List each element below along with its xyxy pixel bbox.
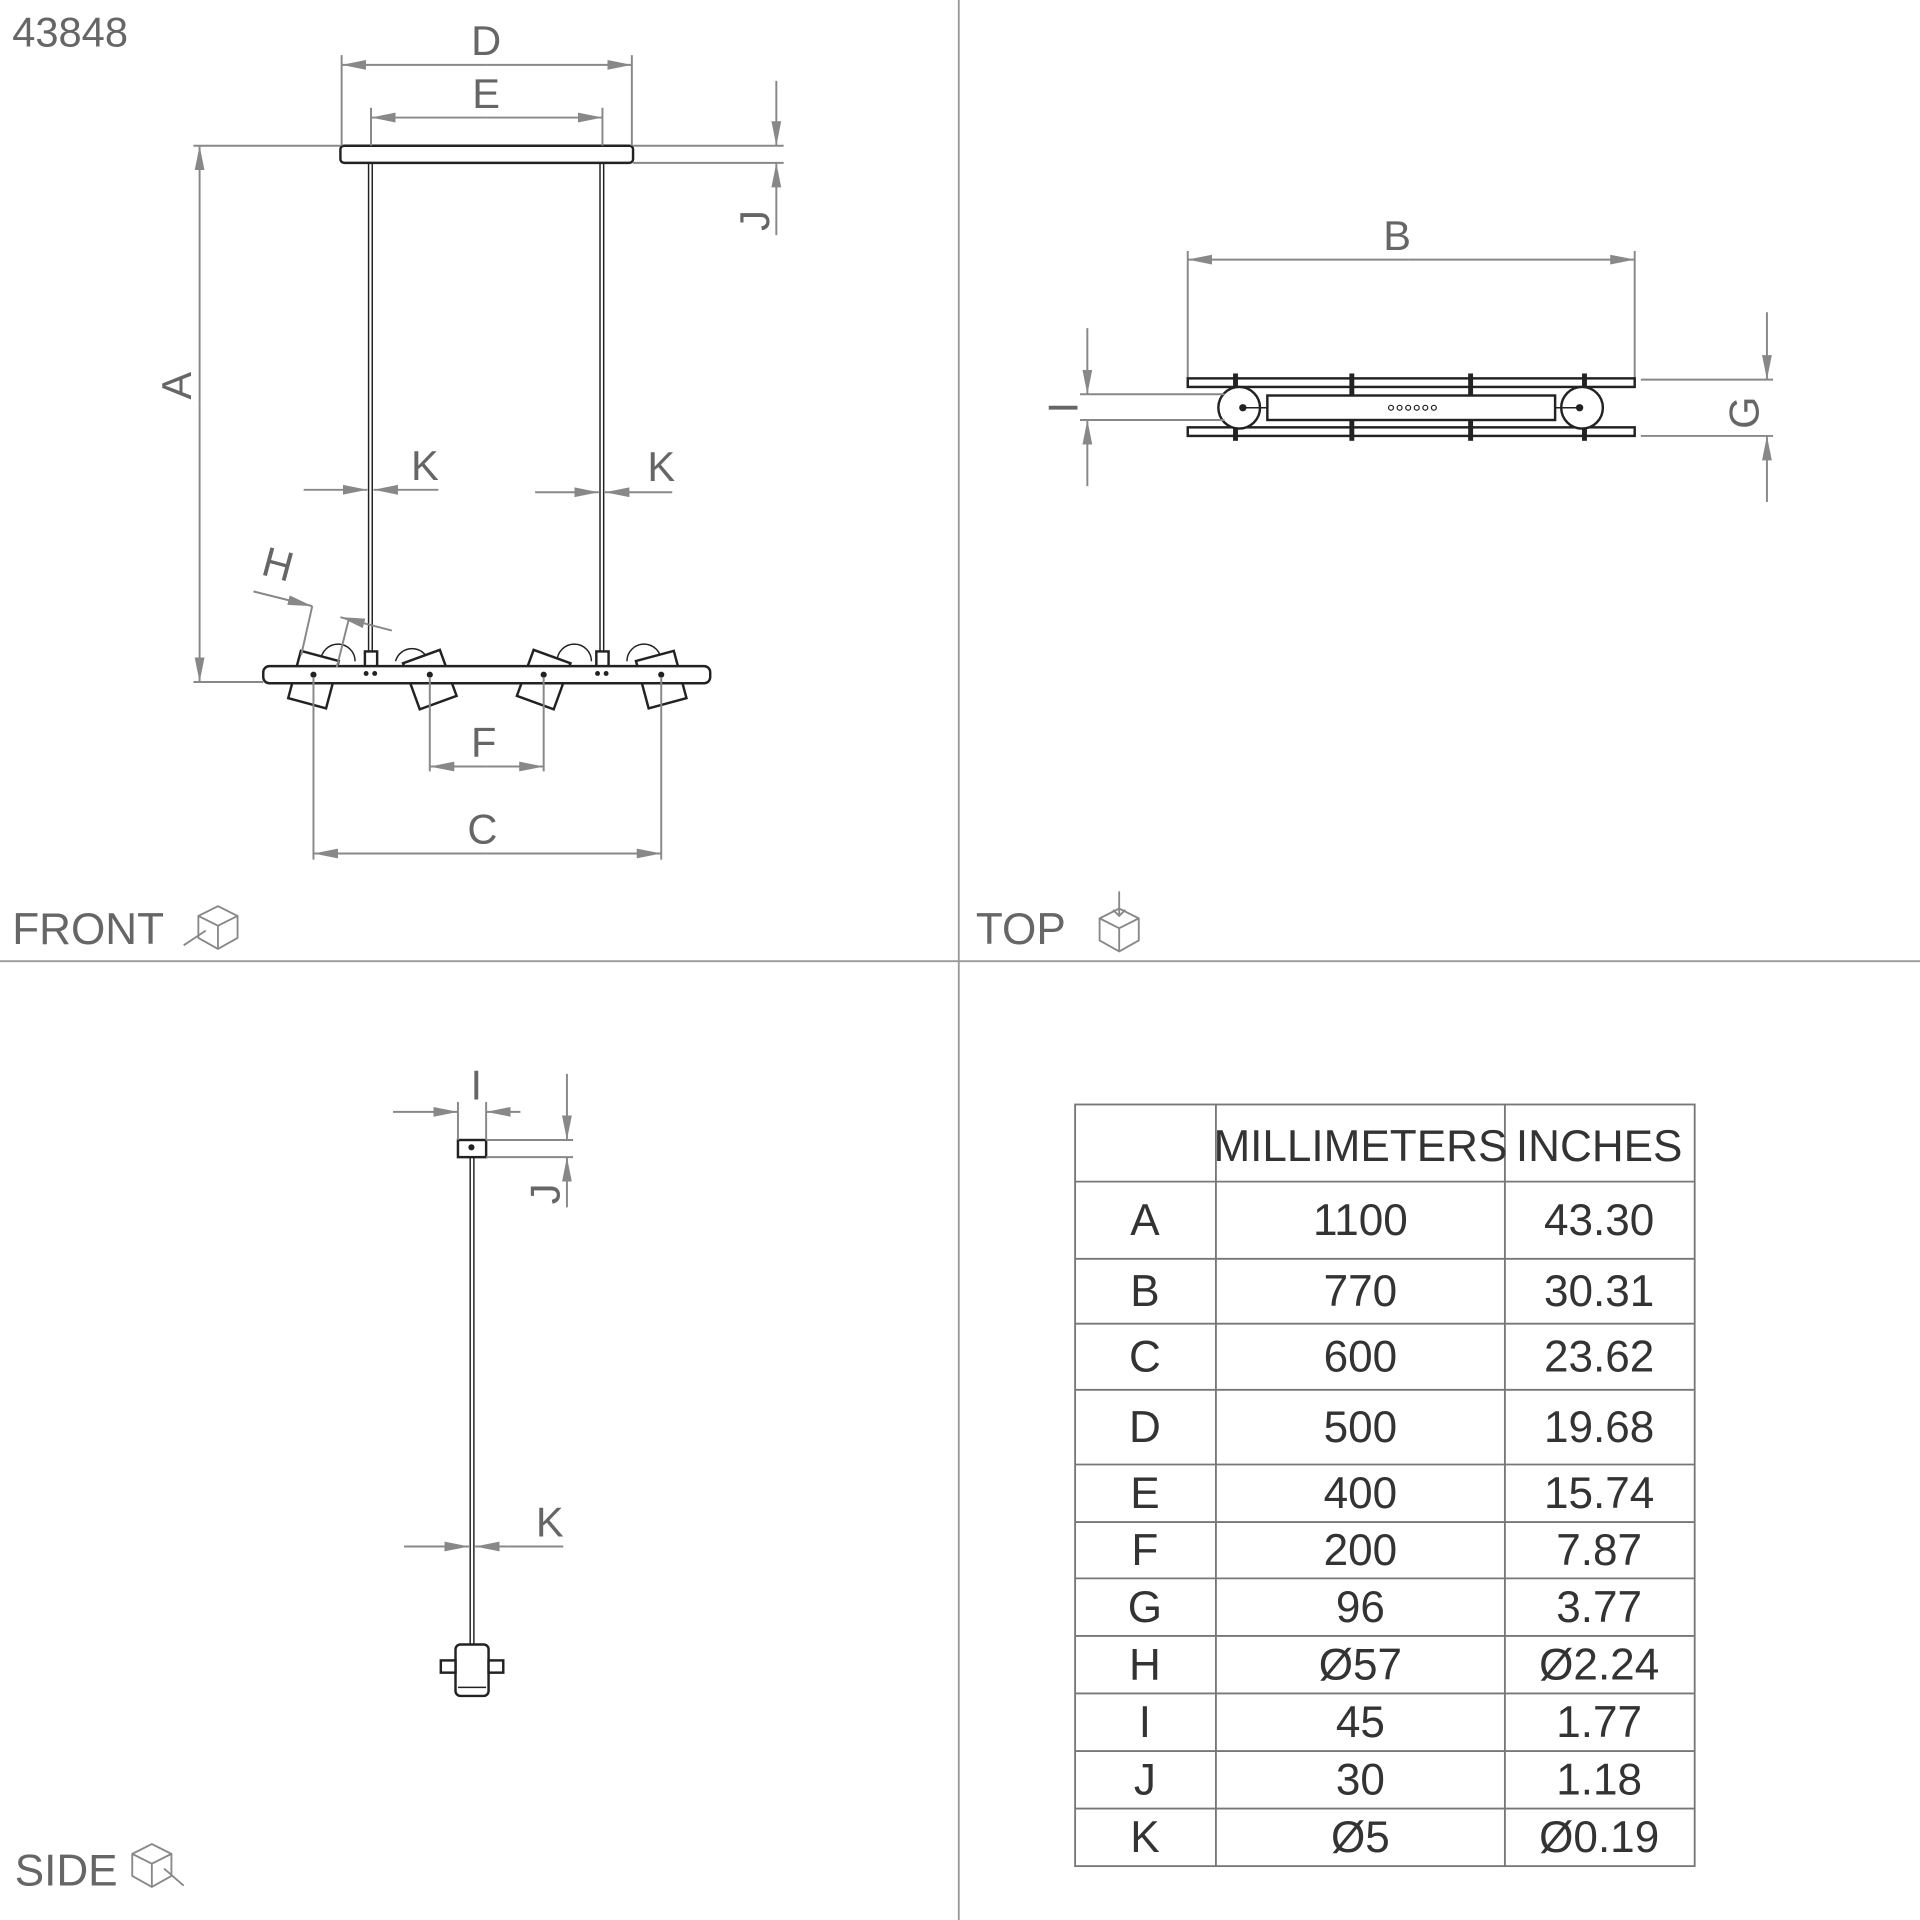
row-label: H	[1129, 1640, 1161, 1689]
dim-label-a: A	[153, 372, 200, 400]
row-label: E	[1130, 1469, 1159, 1518]
value-inches: 19.68	[1544, 1403, 1654, 1452]
value-inches: 7.87	[1556, 1526, 1642, 1575]
table-row: C 600 23.62	[1129, 1332, 1654, 1381]
dim-label-h: H	[257, 537, 298, 590]
dim-label-g: G	[1720, 396, 1767, 428]
value-mm: 96	[1336, 1583, 1385, 1632]
row-label: C	[1129, 1332, 1161, 1381]
value-mm: 600	[1324, 1332, 1398, 1381]
row-label: B	[1130, 1267, 1159, 1316]
top-cube-icon	[1098, 891, 1140, 953]
table-row: D 500 19.68	[1129, 1403, 1654, 1452]
value-mm: 770	[1324, 1267, 1398, 1316]
table-row: B 770 30.31	[1130, 1267, 1654, 1316]
table-row: I 45 1.77	[1139, 1698, 1642, 1747]
table-row: E 400 15.74	[1130, 1469, 1654, 1518]
value-mm: 1100	[1313, 1196, 1408, 1245]
value-inches: 3.77	[1556, 1583, 1642, 1632]
header-inches: INCHES	[1516, 1122, 1683, 1171]
dim-label-i-top: I	[1040, 402, 1087, 414]
table-row: G 96 3.77	[1128, 1583, 1642, 1632]
table-row: J 30 1.18	[1134, 1755, 1642, 1804]
dim-label-d: D	[471, 17, 501, 64]
front-view: D E J A K K H F C	[153, 17, 784, 860]
value-mm: 200	[1324, 1526, 1398, 1575]
value-inches: Ø2.24	[1539, 1640, 1659, 1689]
row-label: I	[1139, 1698, 1151, 1747]
dim-label-f: F	[471, 719, 496, 766]
view-label-top: TOP	[976, 905, 1066, 954]
row-label: J	[1134, 1755, 1156, 1804]
row-label: A	[1130, 1196, 1160, 1245]
row-label: D	[1129, 1403, 1161, 1452]
value-mm: Ø5	[1331, 1813, 1390, 1862]
value-mm: Ø57	[1319, 1640, 1402, 1689]
value-inches: 1.18	[1556, 1755, 1642, 1804]
dim-label-j-side: J	[522, 1183, 569, 1204]
ceiling-plate	[339, 144, 635, 165]
dim-label-k-side: K	[536, 1499, 564, 1546]
value-mm: 400	[1324, 1469, 1398, 1518]
value-inches: 1.77	[1556, 1698, 1642, 1747]
view-label-side: SIDE	[15, 1847, 118, 1896]
value-inches: 30.31	[1544, 1267, 1654, 1316]
top-view: B I G	[1040, 212, 1774, 503]
front-cube-icon	[183, 905, 239, 951]
dim-label-k-right: K	[647, 443, 675, 490]
light-bar	[262, 664, 712, 685]
table-row: K Ø5 Ø0.19	[1130, 1813, 1659, 1862]
side-cube-icon	[131, 1843, 185, 1888]
side-view: I J K	[393, 1062, 574, 1698]
row-label: F	[1131, 1526, 1158, 1575]
dim-label-b: B	[1383, 212, 1411, 259]
dim-label-e: E	[472, 70, 500, 117]
view-label-front: FRONT	[12, 905, 164, 954]
product-number: 43848	[12, 9, 128, 56]
table-row: H Ø57 Ø2.24	[1129, 1640, 1659, 1689]
value-mm: 30	[1336, 1755, 1385, 1804]
dim-label-k-left: K	[411, 442, 439, 489]
value-mm: 500	[1324, 1403, 1398, 1452]
value-inches: 23.62	[1544, 1332, 1654, 1381]
dim-label-j: J	[731, 210, 778, 231]
value-inches: 43.30	[1544, 1196, 1654, 1245]
table-row: A 1100 43.30	[1130, 1196, 1654, 1245]
value-mm: 45	[1336, 1698, 1385, 1747]
row-label: G	[1128, 1583, 1162, 1632]
dim-label-c: C	[467, 806, 497, 853]
dim-label-i-side: I	[471, 1062, 483, 1109]
value-inches: 15.74	[1544, 1469, 1654, 1518]
header-millimeters: MILLIMETERS	[1213, 1122, 1507, 1171]
table-row: F 200 7.87	[1131, 1526, 1642, 1575]
value-inches: Ø0.19	[1539, 1813, 1659, 1862]
row-label: K	[1130, 1813, 1159, 1862]
dimensions-table: MILLIMETERS INCHES A 1100 43.30B 770 30.31C 6…	[1074, 1103, 1696, 1868]
